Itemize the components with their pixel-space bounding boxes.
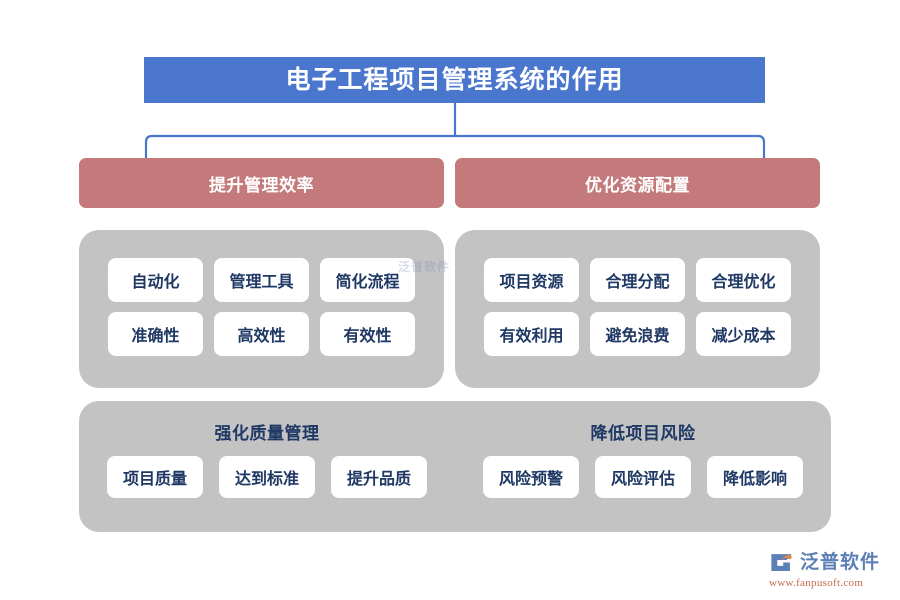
page-title: 电子工程项目管理系统的作用 [285, 65, 624, 94]
item-label: 有效性 [343, 328, 392, 345]
brand-name: 泛普软件 [800, 552, 881, 573]
item-label: 合理分配 [605, 274, 670, 291]
item-label: 有效利用 [499, 328, 564, 345]
category-label: 优化资源配置 [585, 175, 690, 195]
item-chip[interactable]: 降低影响 [707, 456, 803, 498]
item-label: 避免浪费 [605, 328, 670, 345]
item-chip[interactable]: 风险评估 [595, 456, 691, 498]
item-chip[interactable]: 项目资源 [484, 258, 579, 302]
item-label: 项目质量 [122, 471, 187, 488]
item-chip[interactable]: 减少成本 [696, 312, 791, 356]
bottom-heading-row: 强化质量管理 降低项目风险 [79, 419, 831, 444]
item-label: 提升品质 [346, 471, 411, 488]
item-label: 减少成本 [711, 328, 776, 345]
category-box-optimize-resource-allocation[interactable]: 优化资源配置 [455, 158, 820, 208]
chip-grid: 项目资源 合理分配 合理优化 有效利用 避免浪费 减少成本 [455, 258, 820, 356]
item-label: 达到标准 [234, 471, 299, 488]
item-chip[interactable]: 高效性 [214, 312, 309, 356]
items-panel-bottom: 强化质量管理 降低项目风险 项目质量 达到标准 提升品质 风险预警 风险评估 降… [79, 401, 831, 532]
item-chip[interactable]: 有效性 [320, 312, 415, 356]
item-chip[interactable]: 简化流程 [320, 258, 415, 302]
diagram-title-banner: 电子工程项目管理系统的作用 [144, 57, 765, 103]
group-heading: 降低项目风险 [590, 424, 696, 443]
item-label: 准确性 [131, 328, 180, 345]
brand-logo: 泛普软件 www.fanpusoft.com [768, 545, 894, 593]
item-label: 风险评估 [610, 471, 675, 488]
fanpu-logo-icon [771, 554, 792, 571]
items-panel-improve-management-efficiency: 自动化 管理工具 简化流程 准确性 高效性 有效性 [79, 230, 444, 388]
bottom-heading-strengthen-quality-management: 强化质量管理 [79, 419, 455, 444]
group-heading: 强化质量管理 [214, 424, 320, 443]
brand-logo-top: 泛普软件 [768, 549, 880, 576]
watermark-text: 泛普软件 [398, 260, 451, 274]
chip-group-reduce-project-risk: 风险预警 风险评估 降低影响 [455, 456, 831, 498]
chip-row: 准确性 高效性 有效性 [108, 312, 415, 356]
bottom-chip-row: 项目质量 达到标准 提升品质 风险预警 风险评估 降低影响 [79, 456, 831, 498]
item-label: 高效性 [237, 328, 286, 345]
chip-grid: 自动化 管理工具 简化流程 准确性 高效性 有效性 [79, 258, 444, 356]
item-label: 降低影响 [722, 471, 787, 488]
category-label: 提升管理效率 [209, 175, 314, 195]
chip-row: 有效利用 避免浪费 减少成本 [484, 312, 791, 356]
bracket-connector-icon [144, 102, 766, 160]
item-chip[interactable]: 准确性 [108, 312, 203, 356]
item-label: 自动化 [131, 274, 180, 291]
brand-url: www.fanpusoft.com [769, 577, 864, 589]
item-chip[interactable]: 风险预警 [483, 456, 579, 498]
item-chip[interactable]: 提升品质 [331, 456, 427, 498]
bottom-heading-reduce-project-risk: 降低项目风险 [455, 419, 831, 444]
item-chip[interactable]: 合理分配 [590, 258, 685, 302]
chip-row: 项目资源 合理分配 合理优化 [484, 258, 791, 302]
item-label: 风险预警 [498, 471, 563, 488]
item-label: 合理优化 [711, 274, 776, 291]
item-label: 管理工具 [229, 274, 294, 291]
item-chip[interactable]: 有效利用 [484, 312, 579, 356]
chip-row: 自动化 管理工具 简化流程 [108, 258, 415, 302]
item-label: 项目资源 [499, 274, 564, 291]
item-chip[interactable]: 管理工具 [214, 258, 309, 302]
chip-group-strengthen-quality-management: 项目质量 达到标准 提升品质 [79, 456, 455, 498]
item-chip[interactable]: 避免浪费 [590, 312, 685, 356]
item-chip[interactable]: 达到标准 [219, 456, 315, 498]
item-chip[interactable]: 自动化 [108, 258, 203, 302]
item-chip[interactable]: 项目质量 [107, 456, 203, 498]
item-chip[interactable]: 合理优化 [696, 258, 791, 302]
category-box-improve-management-efficiency[interactable]: 提升管理效率 [79, 158, 444, 208]
items-panel-optimize-resource-allocation: 项目资源 合理分配 合理优化 有效利用 避免浪费 减少成本 [455, 230, 820, 388]
item-label: 简化流程 [335, 274, 400, 291]
